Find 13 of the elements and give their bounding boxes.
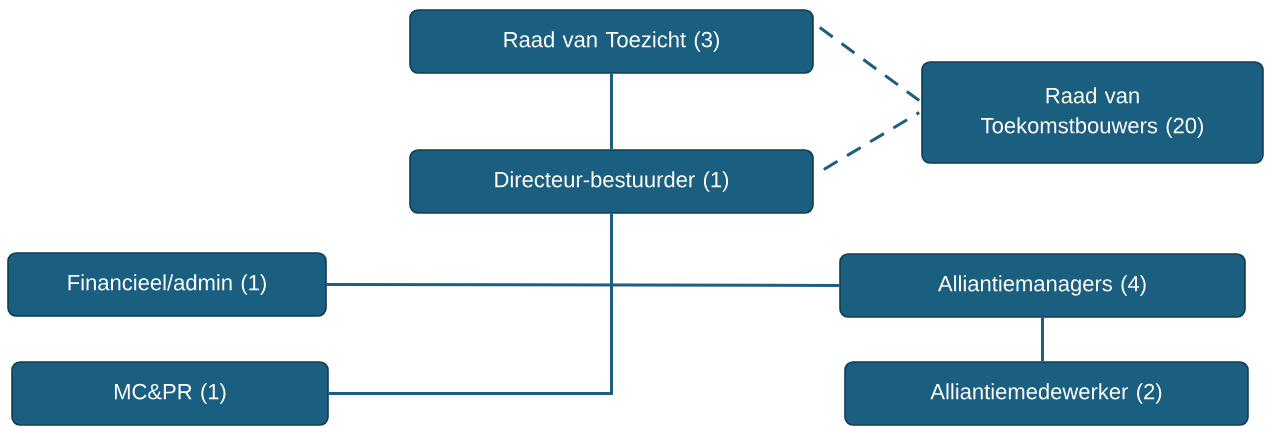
connector-line: [328, 213, 613, 395]
org-box: Raad van Toekomstbouwers (20): [921, 61, 1264, 164]
org-box: Directeur-bestuurder (1): [409, 149, 814, 214]
org-box: MC&PR (1): [11, 361, 329, 426]
org-box: Alliantiemanagers (4): [839, 253, 1246, 318]
dashed-line: [818, 26, 921, 102]
connector-line: [1041, 317, 1044, 362]
org-box: Raad van Toezicht (3): [409, 9, 814, 74]
org-box: Financieel/admin (1): [7, 252, 327, 317]
org-box: Alliantiemedewerker (2): [844, 361, 1249, 426]
connector-line: [610, 73, 613, 150]
connector-line: [326, 283, 840, 287]
dashed-line: [823, 111, 920, 171]
